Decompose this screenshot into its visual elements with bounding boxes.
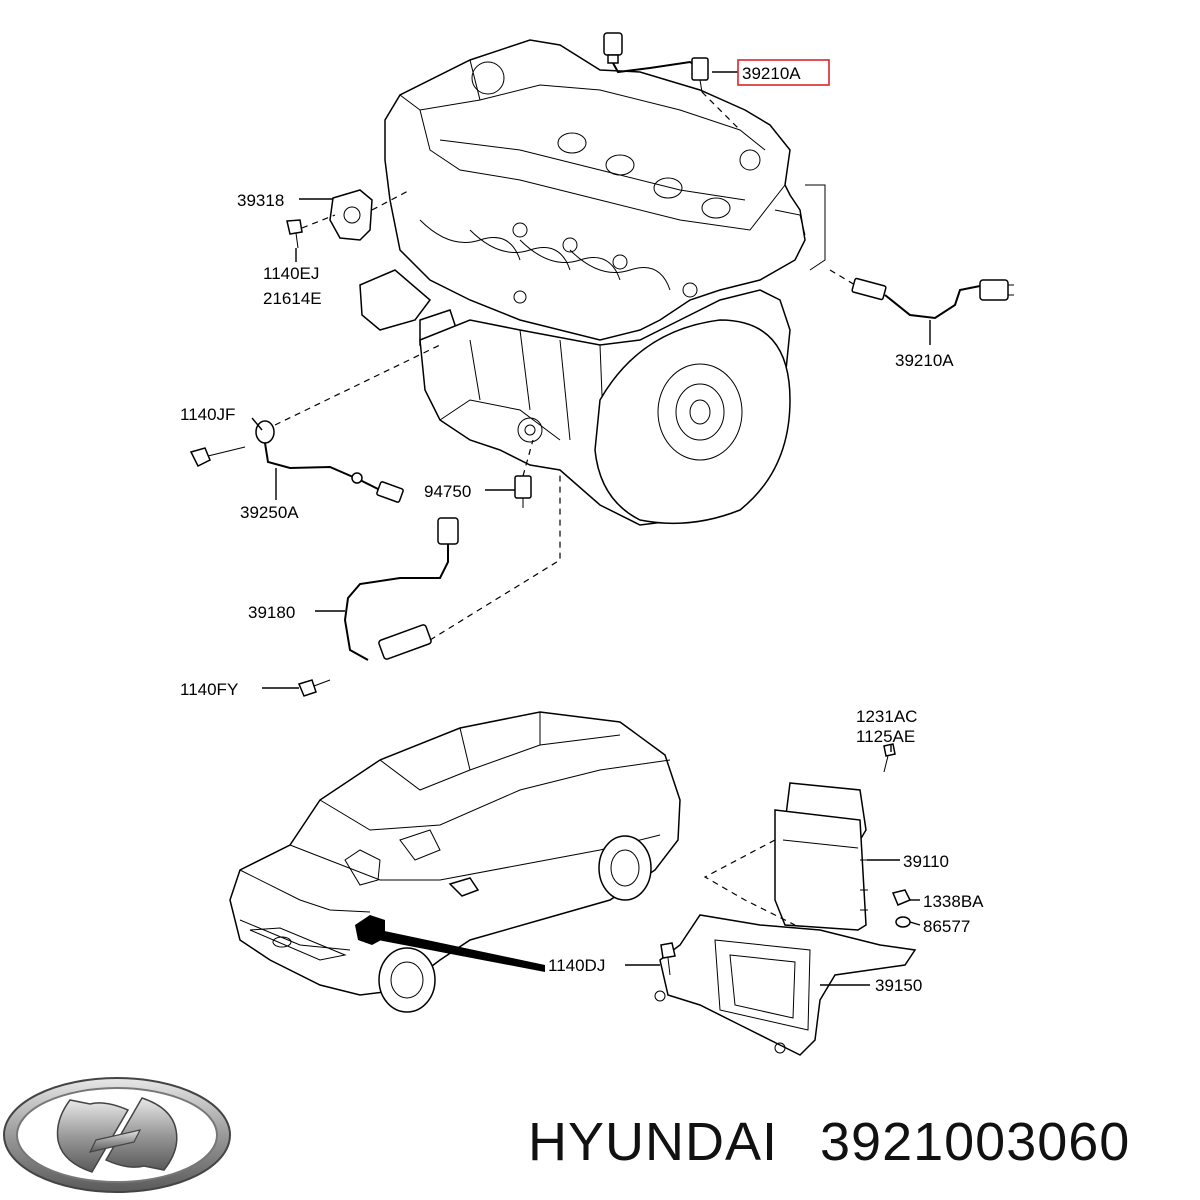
part-number: 3921003060 (820, 1112, 1130, 1172)
label-1140dj: 1140DJ (548, 956, 605, 975)
label-1338ba: 1338BA (923, 892, 984, 911)
label-1140ej: 1140EJ (263, 264, 319, 283)
oxygen-sensor-right (851, 277, 1014, 320)
label-1140fy: 1140FY (180, 680, 238, 699)
label-39318: 39318 (237, 191, 284, 210)
crankshaft-sensor (297, 517, 459, 697)
oxygen-sensor-top (603, 32, 709, 93)
ecu-module (654, 743, 917, 1056)
label-39110: 39110 (903, 852, 949, 871)
label-21614e: 21614E (263, 289, 322, 308)
leader-lines (251, 71, 931, 986)
car-illustration (229, 711, 681, 1013)
brand-name: HYUNDAI (528, 1112, 778, 1172)
part-labels: 39210A 39318 1140EJ 21614E 39210A 1140JF… (180, 59, 984, 995)
label-39180: 39180 (248, 603, 295, 622)
label-1125ae: 1125AE (856, 727, 915, 746)
label-39250a: 39250A (240, 503, 299, 522)
engine-illustration (359, 39, 826, 526)
label-86577: 86577 (923, 917, 970, 936)
hyundai-logo-icon (3, 1077, 231, 1193)
camshaft-sensor (286, 189, 373, 249)
label-39210a-right: 39210A (895, 351, 954, 370)
oil-pressure-switch (514, 475, 532, 508)
label-39210a-top: 39210A (742, 64, 801, 83)
label-94750: 94750 (424, 482, 471, 501)
knock-sensor (189, 420, 404, 503)
label-1140jf: 1140JF (180, 405, 235, 424)
highlight-box (737, 59, 830, 86)
label-1231ac: 1231AC (856, 707, 917, 726)
label-39150: 39150 (875, 976, 922, 995)
